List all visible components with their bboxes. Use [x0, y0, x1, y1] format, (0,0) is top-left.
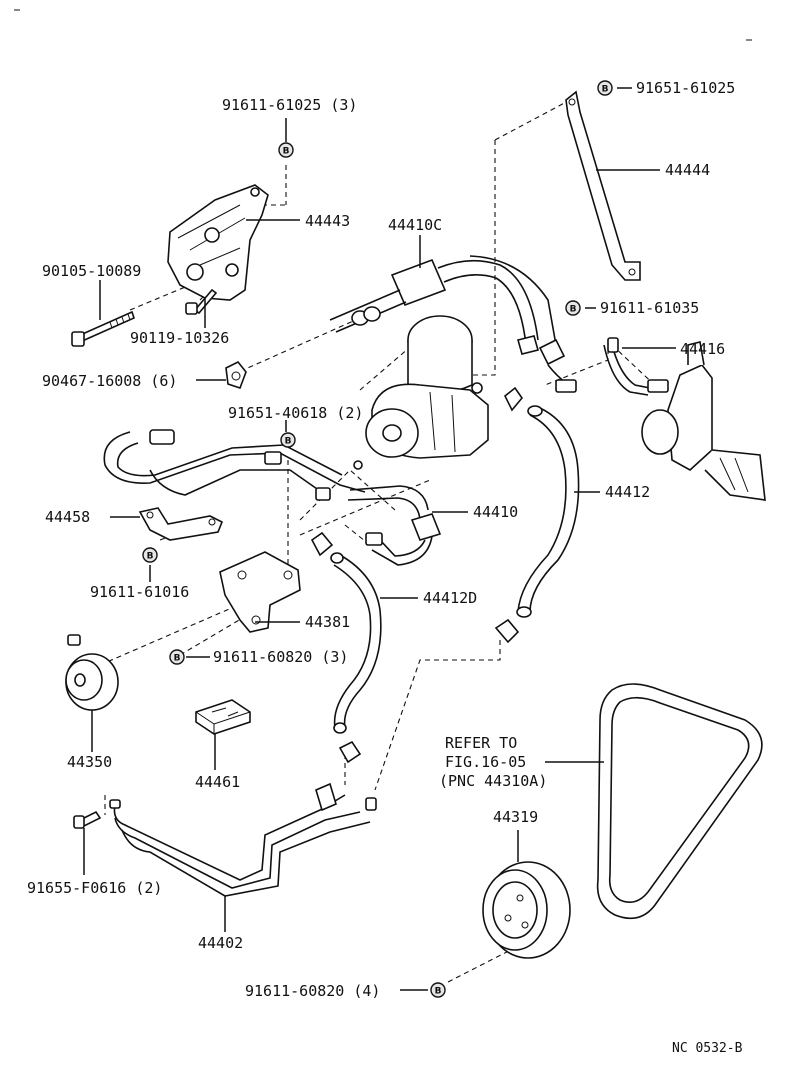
spacer-44461: [195, 699, 251, 735]
label-44350: 44350: [67, 753, 112, 771]
svg-text:B: B: [174, 654, 181, 664]
tube-44402: [73, 782, 377, 897]
badge-b-7: B: [430, 982, 446, 998]
drawing-code: NC 0532-B: [672, 1041, 743, 1056]
label-91655-F0616-2: 91655-F0616 (2): [27, 879, 162, 897]
label-90119-10326: 90119-10326: [130, 329, 229, 347]
svg-text:B: B: [283, 147, 290, 157]
label-91611-60820-4: 91611-60820 (4): [245, 982, 380, 1000]
label-44416: 44416: [680, 340, 725, 358]
hose-44412: [494, 405, 580, 644]
label-44410: 44410: [473, 503, 518, 521]
pressure-hose-connector: [547, 364, 577, 393]
svg-text:B: B: [570, 305, 577, 315]
leader-lines: [83, 87, 676, 991]
refer-line-1: REFER TO: [445, 734, 517, 752]
pipe-44416: [603, 337, 669, 396]
badge-b-6: B: [169, 649, 185, 665]
svg-text:B: B: [147, 552, 154, 562]
bracket-44443: [167, 184, 269, 301]
label-91651-40618-2: 91651-40618 (2): [228, 404, 363, 422]
power-steering-pump: [353, 315, 524, 470]
clamp-90467-16008: [225, 360, 247, 390]
label-44412: 44412: [605, 483, 650, 501]
label-91611-61016: 91611-61016: [90, 583, 189, 601]
label-90105-10089: 90105-10089: [42, 262, 141, 280]
badge-b-2: B: [597, 80, 613, 96]
refer-line-3: (PNC 44310A): [439, 772, 547, 790]
v-belt: [596, 683, 763, 920]
label-90467-16008-6: 90467-16008 (6): [42, 372, 177, 390]
label-91651-61025: 91651-61025: [636, 79, 735, 97]
label-44444: 44444: [665, 161, 710, 179]
idler-pulley-44350: [65, 634, 119, 711]
crank-pulley-44319: [482, 861, 571, 959]
svg-text:B: B: [602, 85, 609, 95]
badge-b-3: B: [565, 300, 581, 316]
label-91611-60820-3: 91611-60820 (3): [213, 648, 348, 666]
label-44381: 44381: [305, 613, 350, 631]
hose-44410C: [329, 255, 566, 366]
bolt-90105-10089: [71, 310, 135, 347]
label-44410C: 44410C: [388, 216, 442, 234]
tube-assembly-upper: [103, 429, 429, 521]
steering-gear-housing: [641, 341, 766, 501]
badge-b-5: B: [142, 547, 158, 563]
bracket-44381: [219, 551, 301, 633]
label-44319: 44319: [493, 808, 538, 826]
svg-text:B: B: [285, 437, 292, 447]
label-44443: 44443: [305, 212, 350, 230]
label-44458: 44458: [45, 508, 90, 526]
bracket-44458: [138, 507, 224, 541]
label-91611-61035: 91611-61035: [600, 299, 699, 317]
label-44461: 44461: [195, 773, 240, 791]
part-labels: 91611-61025 (3) 44443 90105-10089 90119-…: [27, 79, 735, 1000]
label-44402: 44402: [198, 934, 243, 952]
label-91611-61025-3: 91611-61025 (3): [222, 96, 357, 114]
refer-note: REFER TO FIG.16-05 (PNC 44310A): [439, 734, 547, 790]
registration-marks: [14, 9, 752, 41]
hose-44412D: [330, 552, 382, 764]
svg-text:B: B: [435, 987, 442, 997]
badge-b-1: B: [278, 142, 294, 158]
badge-b-4: B: [280, 432, 296, 448]
hose-44410: [310, 513, 442, 566]
stay-44444: [565, 90, 641, 281]
refer-line-2: FIG.16-05: [445, 753, 526, 771]
label-44412D: 44412D: [423, 589, 477, 607]
